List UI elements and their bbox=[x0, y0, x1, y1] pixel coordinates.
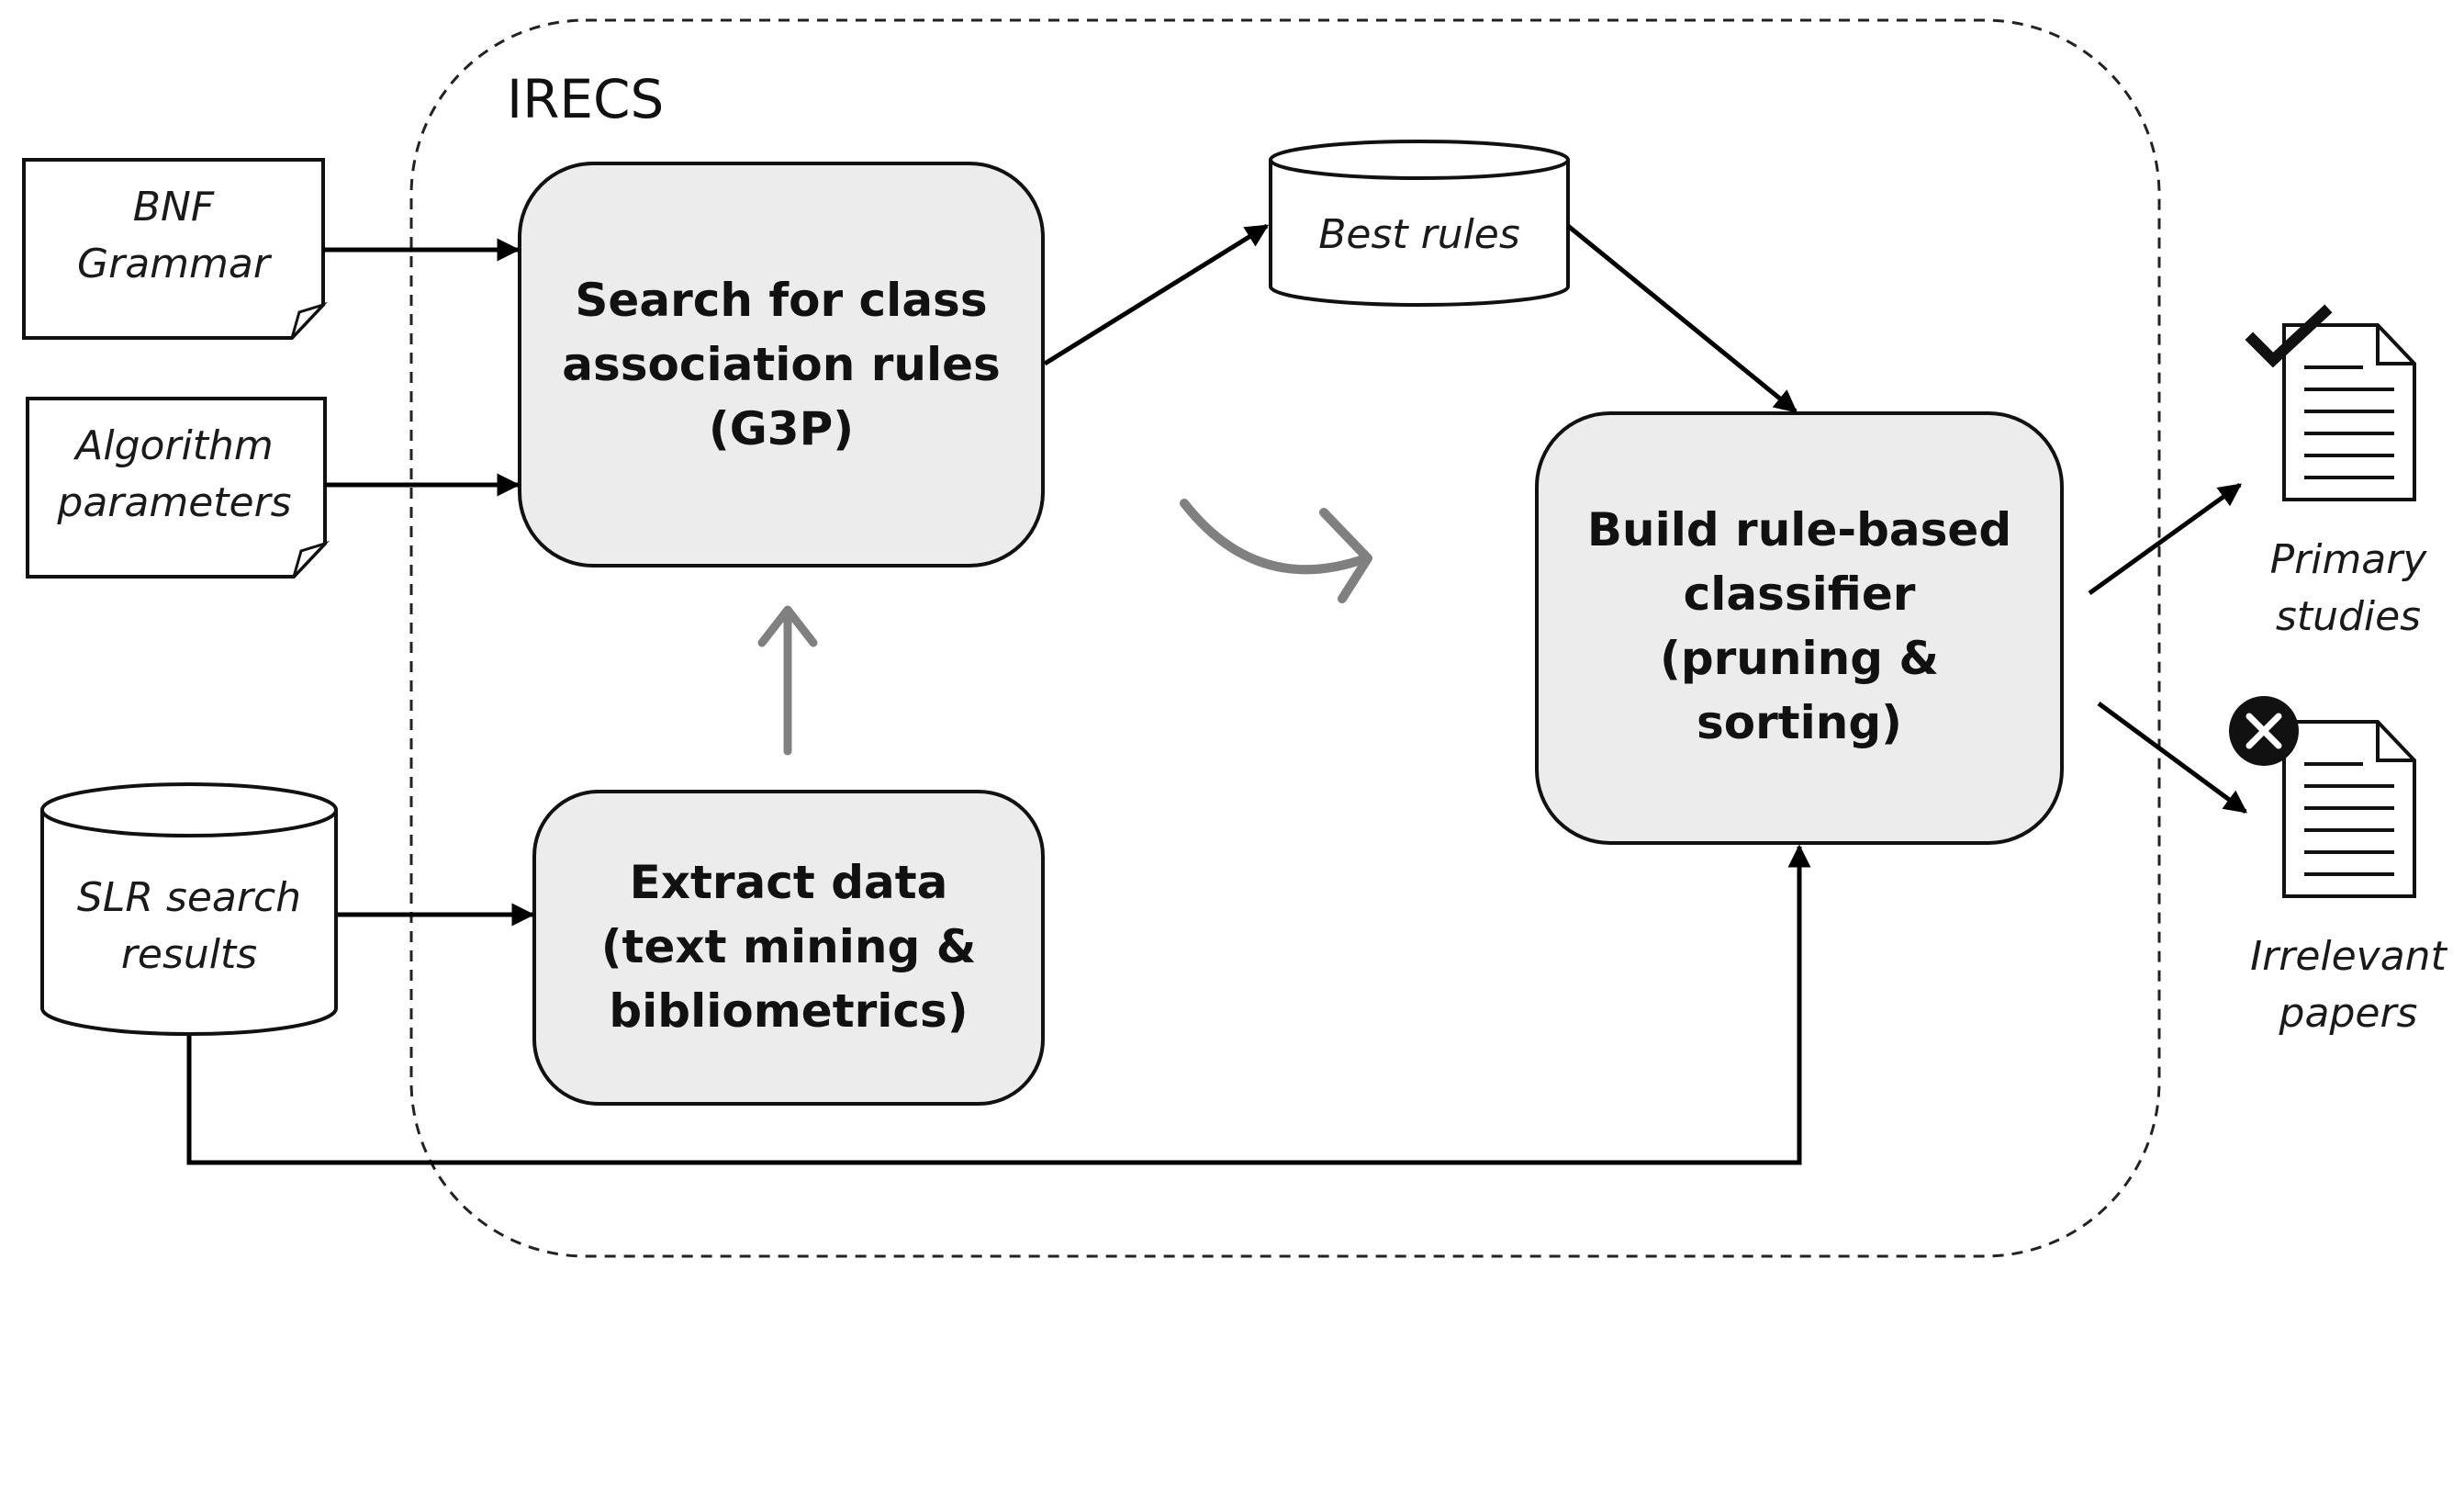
svg-text:(pruning &: (pruning & bbox=[1660, 632, 1939, 685]
build-label-line-2: classifier bbox=[1684, 568, 1916, 621]
arrow-build-to-primary bbox=[2088, 482, 2243, 596]
slr-search-results-store: SLR search results bbox=[40, 782, 338, 1036]
primary-label-line-2: studies bbox=[2276, 593, 2421, 640]
arrow-search-to-best-rules bbox=[1043, 223, 1270, 366]
params-label-line-2: parameters bbox=[56, 479, 291, 526]
svg-text:Search for class: Search for class bbox=[575, 274, 987, 327]
primary-label-line-1: Primary bbox=[2270, 536, 2428, 583]
svg-text:(G3P): (G3P) bbox=[709, 402, 854, 455]
search-label-line-2: association rules bbox=[562, 338, 1001, 391]
svg-text:Build rule-based: Build rule-based bbox=[1587, 503, 2011, 556]
best-rules-store: Best rules bbox=[1269, 140, 1570, 307]
slr-label-line-1: SLR search bbox=[77, 874, 301, 921]
extract-label-line-2: (text mining & bbox=[601, 920, 977, 973]
bnf-grammar-input: BNF Grammar bbox=[22, 158, 328, 340]
document-lines bbox=[2304, 762, 2394, 876]
svg-text:Primary: Primary bbox=[2270, 536, 2428, 583]
svg-text:SLR search: SLR search bbox=[77, 874, 301, 921]
svg-text:Irrelevant: Irrelevant bbox=[2250, 933, 2447, 980]
gray-up-arrow bbox=[757, 605, 818, 756]
params-label-line-1: Algorithm bbox=[73, 422, 274, 469]
primary-studies-output: Primary studies bbox=[2245, 304, 2428, 640]
bnf-label-line-1: BNF bbox=[133, 184, 215, 230]
svg-text:BNF: BNF bbox=[133, 184, 215, 230]
slr-label-line-2: results bbox=[121, 931, 257, 978]
checkmark-icon bbox=[2245, 304, 2333, 368]
extract-data-process: Extract data (text mining & bibliometric… bbox=[532, 790, 1045, 1106]
svg-text:results: results bbox=[121, 931, 257, 978]
arrow-build-to-irrelevant bbox=[2097, 701, 2248, 815]
document-lines bbox=[2304, 365, 2394, 479]
reject-x-icon bbox=[2229, 696, 2299, 766]
irrelevant-label-line-1: Irrelevant bbox=[2250, 933, 2447, 980]
extract-label-line-1: Extract data bbox=[630, 856, 948, 909]
svg-text:Grammar: Grammar bbox=[77, 241, 273, 287]
algorithm-parameters-input: Algorithm parameters bbox=[26, 397, 330, 579]
extract-label-line-3: bibliometrics) bbox=[609, 984, 968, 1038]
bnf-label-line-2: Grammar bbox=[77, 241, 273, 287]
gray-curved-arrow bbox=[1180, 499, 1372, 603]
search-label-line-1: Search for class bbox=[575, 274, 987, 327]
irecs-container bbox=[409, 18, 2161, 1258]
best-rules-label: Best rules bbox=[1318, 211, 1520, 258]
svg-text:association rules: association rules bbox=[562, 338, 1001, 391]
svg-text:sorting): sorting) bbox=[1697, 696, 1902, 749]
irrelevant-papers-output: Irrelevant papers bbox=[2229, 696, 2448, 1037]
svg-text:studies: studies bbox=[2276, 593, 2421, 640]
arrow-slr-to-build bbox=[186, 844, 1811, 1165]
svg-text:classifier: classifier bbox=[1684, 568, 1916, 621]
search-label-line-3: (G3P) bbox=[709, 402, 854, 455]
svg-text:papers: papers bbox=[2279, 990, 2418, 1037]
build-label-line-4: sorting) bbox=[1697, 696, 1902, 749]
build-label-line-1: Build rule-based bbox=[1587, 503, 2011, 556]
build-label-line-3: (pruning & bbox=[1660, 632, 1939, 685]
svg-text:parameters: parameters bbox=[56, 479, 291, 526]
search-rules-process: Search for class association rules (G3P) bbox=[518, 162, 1045, 568]
svg-text:Extract data: Extract data bbox=[630, 856, 948, 909]
svg-text:(text mining &: (text mining & bbox=[601, 920, 977, 973]
svg-text:bibliometrics): bibliometrics) bbox=[609, 984, 968, 1038]
svg-text:Algorithm: Algorithm bbox=[73, 422, 274, 469]
container-title: IRECS bbox=[507, 68, 664, 130]
irrelevant-label-line-2: papers bbox=[2279, 990, 2418, 1037]
arrow-best-rules-to-build bbox=[1566, 224, 1798, 413]
build-classifier-process: Build rule-based classifier (pruning & s… bbox=[1535, 411, 2064, 845]
